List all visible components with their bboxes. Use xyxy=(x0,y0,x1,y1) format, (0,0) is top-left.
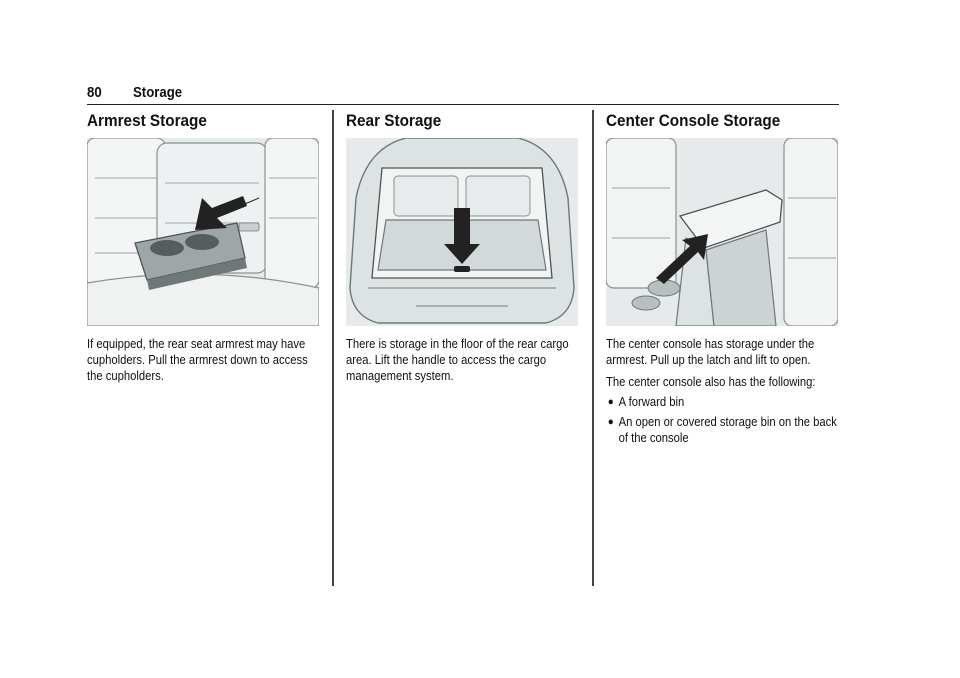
paragraph: There is storage in the floor of the rea… xyxy=(346,337,569,383)
center-console-storage-section: Center Console Storage The center consol… xyxy=(606,108,838,446)
bullet-icon: ● xyxy=(607,416,614,428)
list-item-text: An open or covered storage bin on the ba… xyxy=(618,415,837,445)
armrest-storage-section: Armrest Storage If equipped, the rear se… xyxy=(87,108,319,384)
column-divider xyxy=(332,110,334,586)
list-item: ● A forward bin xyxy=(606,394,849,410)
armrest-image xyxy=(87,138,319,326)
paragraph: If equipped, the rear seat armrest may h… xyxy=(87,337,308,383)
cargo-image xyxy=(346,138,578,326)
rear-cargo-illustration xyxy=(346,138,578,326)
paragraph: The center console also has the followin… xyxy=(606,375,816,389)
page-number: 80 xyxy=(87,84,102,101)
bullet-list: ● A forward bin ● An open or covered stora… xyxy=(606,394,838,446)
list-item: ● An open or covered storage bin on the b… xyxy=(606,414,849,446)
section-name: Storage xyxy=(133,84,183,101)
bullet-icon: ● xyxy=(607,396,614,408)
center-console-illustration xyxy=(606,138,838,326)
console-image xyxy=(606,138,838,326)
paragraph: The center console has storage under the… xyxy=(606,337,815,367)
section-title: Center Console Storage xyxy=(606,111,781,130)
section-title: Rear Storage xyxy=(346,111,442,130)
section-title: Armrest Storage xyxy=(87,111,207,130)
list-item-text: A forward bin xyxy=(618,395,685,409)
column-divider xyxy=(592,110,594,586)
armrest-illustration xyxy=(87,138,319,326)
page-header: 80 Storage xyxy=(87,84,839,105)
rear-storage-section: Rear Storage There is storage in the flo… xyxy=(346,108,578,384)
